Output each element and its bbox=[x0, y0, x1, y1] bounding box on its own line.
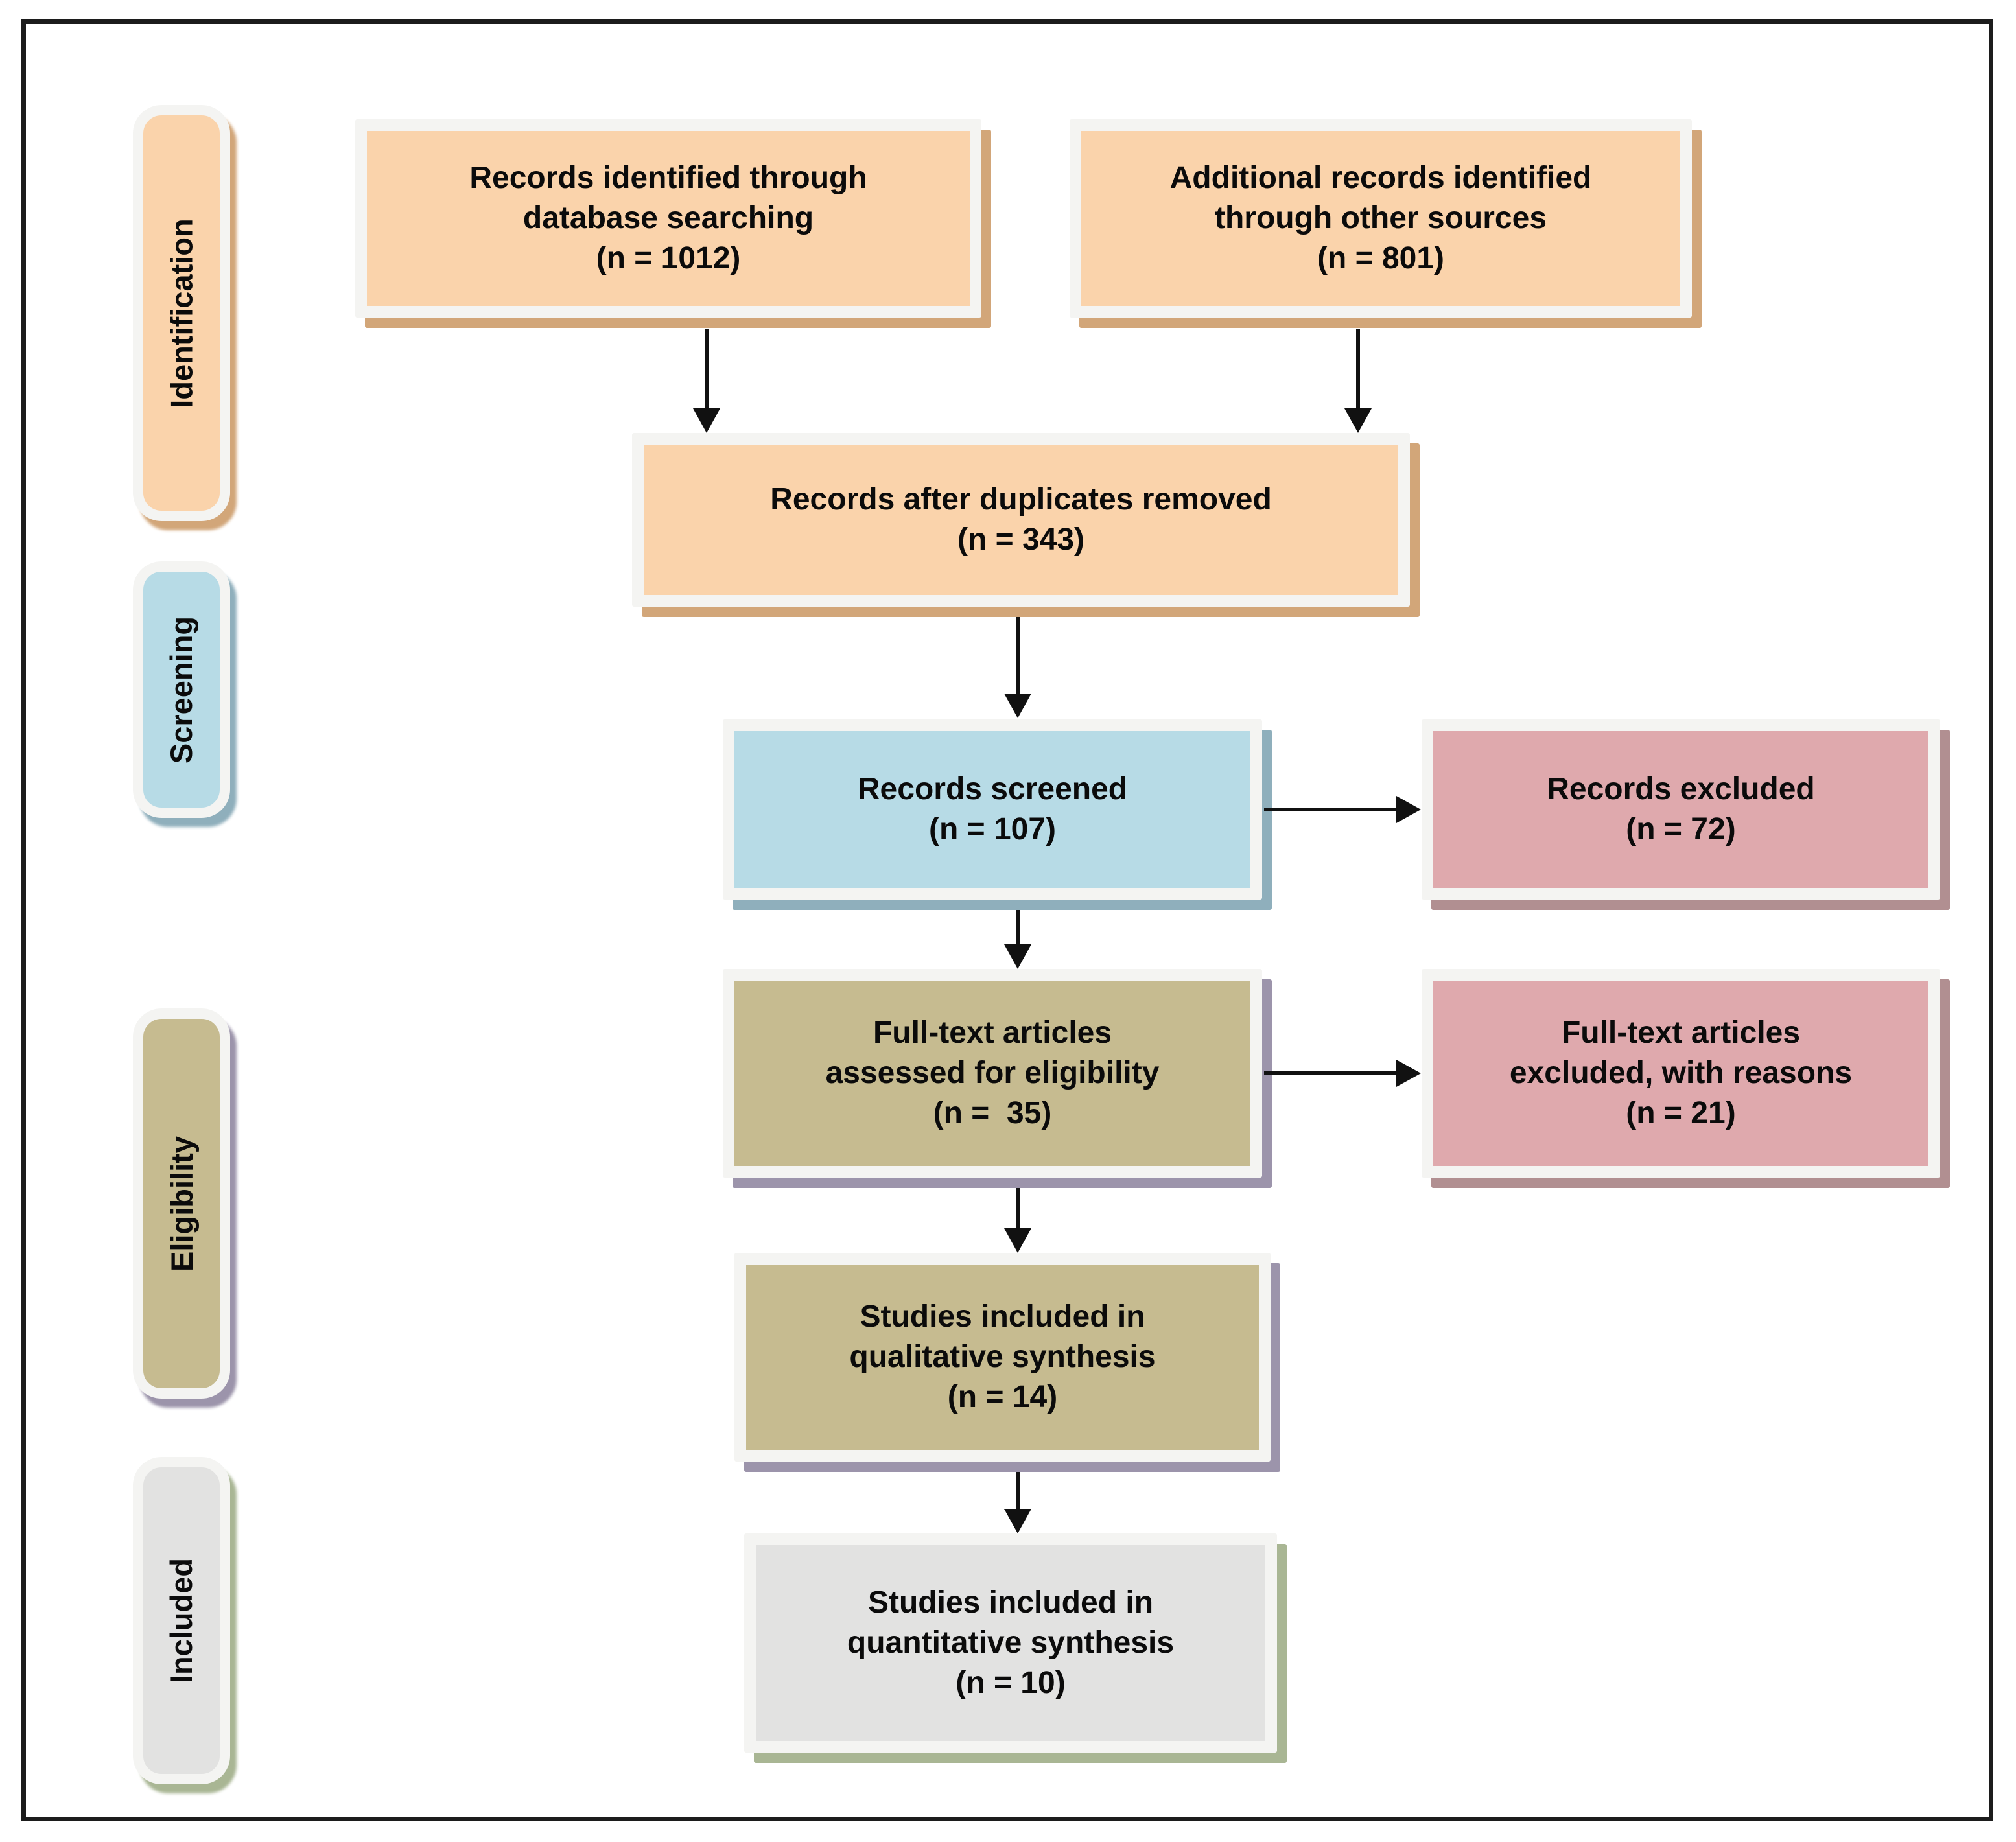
arrow-duplicates-to-screened bbox=[1016, 617, 1020, 695]
box-count: (n = 801) bbox=[1317, 241, 1445, 275]
box-text-line: Records identified through bbox=[469, 161, 867, 195]
box-records-excluded: Records excluded (n = 72) bbox=[1422, 719, 1940, 900]
stage-label-identification-text: Identification bbox=[164, 218, 199, 408]
box-text-line: through other sources bbox=[1214, 201, 1547, 235]
diagram-outer-border bbox=[21, 19, 1993, 1821]
box-text-line: excluded, with reasons bbox=[1509, 1056, 1853, 1090]
stage-label-included-text: Included bbox=[164, 1557, 199, 1684]
box-text-line: Full-text articles bbox=[873, 1016, 1112, 1050]
stage-label-included: Included bbox=[133, 1457, 230, 1784]
box-quantitative-synthesis: Studies included in quantitative synthes… bbox=[744, 1533, 1277, 1753]
arrow-screened-to-fulltext bbox=[1016, 910, 1020, 946]
box-text-line: quantitative synthesis bbox=[847, 1626, 1175, 1660]
box-text-line: Records excluded bbox=[1547, 772, 1815, 806]
box-records-after-duplicates: Records after duplicates removed (n = 34… bbox=[632, 433, 1410, 607]
box-text-line: Records after duplicates removed bbox=[770, 482, 1272, 517]
stage-label-identification: Identification bbox=[133, 105, 230, 521]
box-count: (n = 35) bbox=[933, 1096, 1052, 1130]
arrowhead-qualitative-to-quantitative bbox=[1004, 1509, 1031, 1533]
arrow-screened-to-excluded bbox=[1264, 808, 1398, 811]
box-text-line: Records screened bbox=[857, 772, 1128, 806]
arrowhead-fulltext-to-excluded bbox=[1396, 1060, 1421, 1087]
arrowhead-screened-to-fulltext bbox=[1004, 944, 1031, 969]
arrowhead-other-sources-to-duplicates bbox=[1344, 408, 1372, 433]
box-records-identified-database: Records identified through database sear… bbox=[355, 119, 981, 318]
box-count: (n = 14) bbox=[947, 1380, 1058, 1414]
box-count: (n = 107) bbox=[928, 812, 1057, 846]
box-fulltext-assessed: Full-text articles assessed for eligibil… bbox=[723, 969, 1262, 1178]
box-count: (n = 1012) bbox=[596, 241, 741, 275]
arrowhead-duplicates-to-screened bbox=[1004, 694, 1031, 718]
box-text-line: assessed for eligibility bbox=[825, 1056, 1160, 1090]
box-qualitative-synthesis: Studies included in qualitative synthesi… bbox=[734, 1253, 1271, 1462]
box-count: (n = 21) bbox=[1626, 1096, 1736, 1130]
arrow-other-sources-to-duplicates bbox=[1356, 329, 1360, 410]
box-count: (n = 343) bbox=[957, 522, 1085, 557]
arrowhead-db-search-to-duplicates bbox=[693, 408, 720, 433]
arrow-db-search-to-duplicates bbox=[705, 329, 709, 410]
stage-label-eligibility: Eligibility bbox=[133, 1008, 230, 1399]
stage-label-screening-text: Screening bbox=[164, 616, 199, 764]
box-text-line: Additional records identified bbox=[1169, 161, 1592, 195]
box-records-screened: Records screened (n = 107) bbox=[723, 719, 1262, 900]
arrow-fulltext-to-excluded bbox=[1264, 1071, 1398, 1075]
arrowhead-fulltext-to-qualitative bbox=[1004, 1228, 1031, 1253]
box-text-line: database searching bbox=[522, 201, 814, 235]
box-text-line: qualitative synthesis bbox=[849, 1340, 1156, 1374]
arrowhead-screened-to-excluded bbox=[1396, 796, 1421, 823]
box-fulltext-excluded: Full-text articles excluded, with reason… bbox=[1422, 969, 1940, 1178]
arrow-fulltext-to-qualitative bbox=[1016, 1188, 1020, 1230]
stage-label-screening: Screening bbox=[133, 561, 230, 818]
box-count: (n = 72) bbox=[1626, 812, 1736, 846]
box-text-line: Studies included in bbox=[867, 1585, 1154, 1620]
box-text-line: Full-text articles bbox=[1561, 1016, 1801, 1050]
box-additional-records-other-sources: Additional records identified through ot… bbox=[1070, 119, 1692, 318]
box-count: (n = 10) bbox=[955, 1666, 1066, 1700]
arrow-qualitative-to-quantitative bbox=[1016, 1472, 1020, 1510]
stage-label-eligibility-text: Eligibility bbox=[164, 1136, 199, 1272]
box-text-line: Studies included in bbox=[860, 1300, 1145, 1334]
